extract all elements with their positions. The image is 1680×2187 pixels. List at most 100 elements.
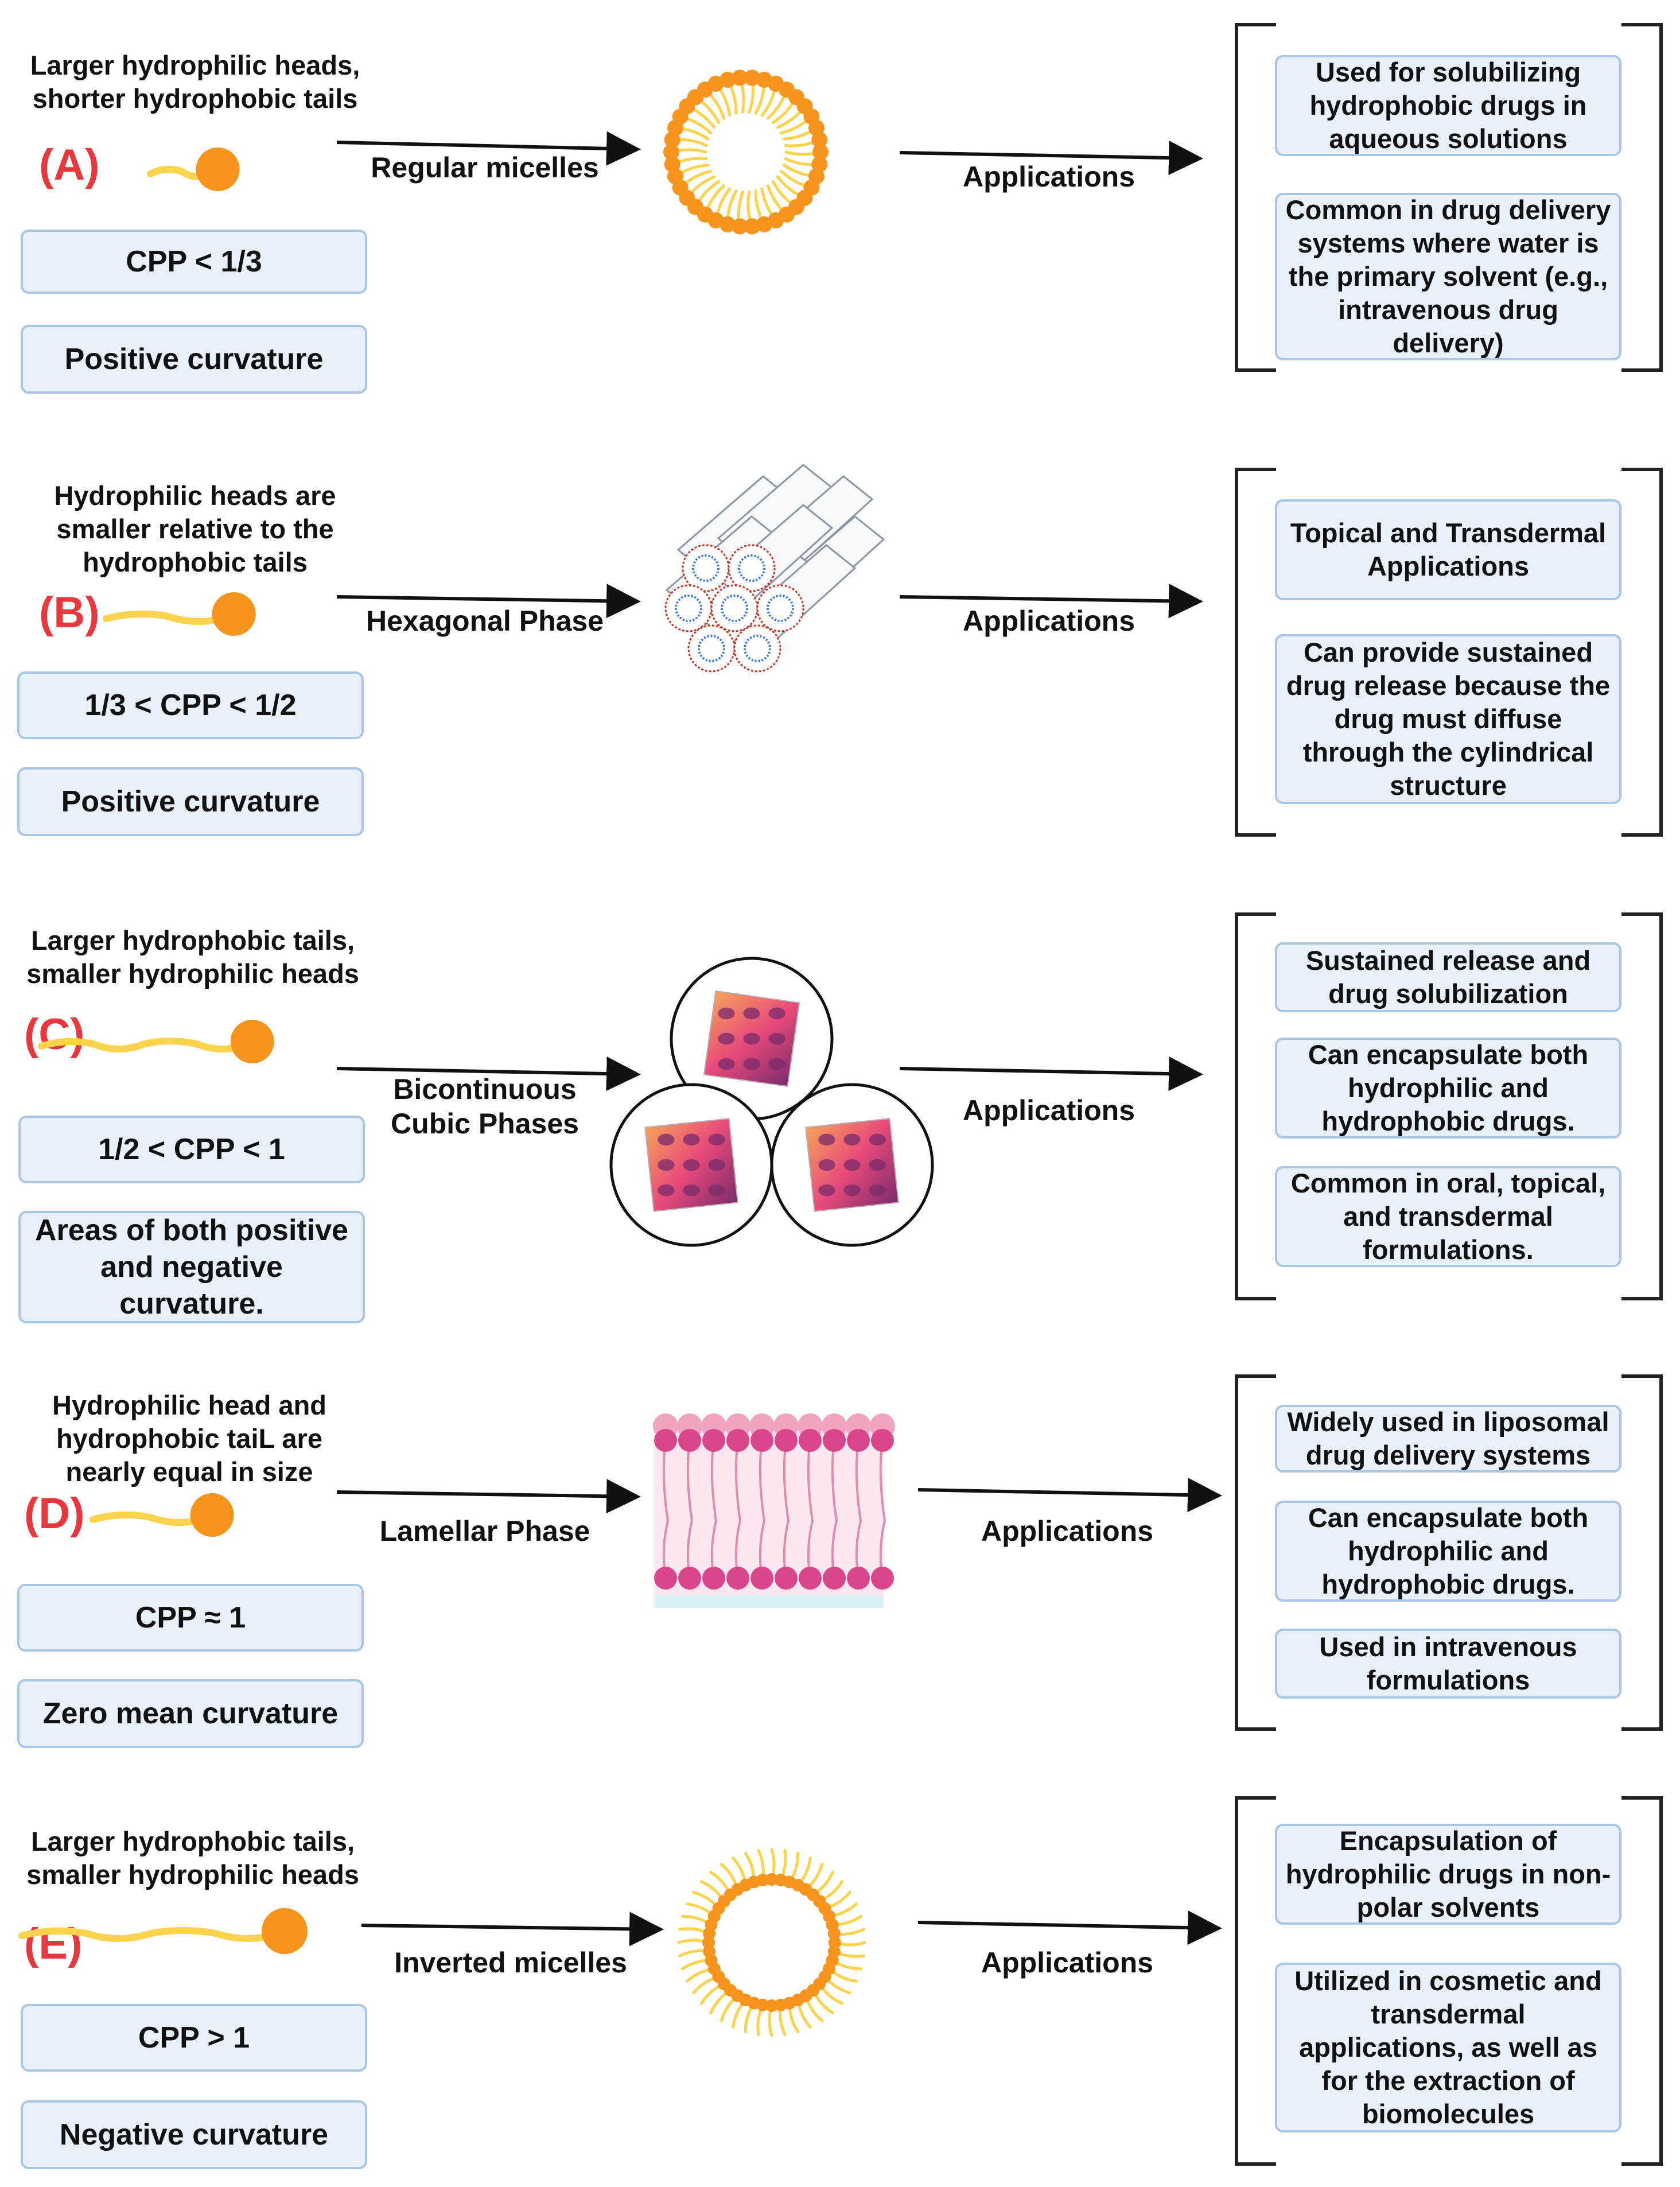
phase-label-d: Lamellar Phase — [347, 1514, 623, 1548]
lamellar-head-bottom — [678, 1567, 701, 1590]
lipid-head — [720, 71, 736, 88]
cubic-pore — [743, 1007, 760, 1020]
bracket-left — [1235, 1374, 1276, 1731]
hydrophobic-tail — [103, 610, 233, 625]
applications-label-c: Applications — [962, 1094, 1135, 1126]
application-text-line: drug must diffuse — [1334, 704, 1562, 734]
phase-line: Lamellar Phase — [379, 1515, 590, 1547]
phase-line: Inverted micelles — [394, 1947, 627, 1979]
amphiphile-molecule-b — [103, 592, 256, 636]
lamellar-head-bottom — [726, 1567, 749, 1590]
cpp-box-b: 1/3 < CPP < 1/2 — [17, 671, 364, 739]
application-text-line: hydrophobic drugs in — [1309, 90, 1587, 121]
description-line: Hydrophilic heads are — [54, 480, 336, 511]
lipid-head — [732, 69, 748, 86]
amphiphile-molecule-e — [18, 1908, 308, 1954]
panel-label-b: (B) — [39, 588, 100, 637]
cubic-pore — [743, 1058, 760, 1070]
application-text-line: Utilized in cosmetic and — [1294, 1965, 1602, 1996]
phase-line: Cubic Phases — [391, 1108, 579, 1140]
cubic-pore — [743, 1032, 760, 1045]
application-text-line: formulations — [1366, 1665, 1530, 1695]
lamellar-head-top — [775, 1429, 798, 1452]
cubic-pore — [843, 1159, 861, 1171]
hydrophilic-head — [212, 592, 256, 636]
application-text-line: transdermal — [1371, 1999, 1526, 2029]
lamellar-head-bottom — [654, 1567, 677, 1590]
cubic-pore — [869, 1159, 886, 1171]
applications-label-a: Applications — [962, 161, 1135, 193]
cylinder-core — [767, 595, 794, 622]
cubic-pore — [683, 1184, 700, 1197]
lamellar-head-bottom — [799, 1567, 822, 1590]
bracket-right — [1621, 1374, 1663, 1731]
description-line: Larger hydrophobic tails, — [30, 1826, 355, 1856]
phase-line: Hexagonal Phase — [365, 605, 604, 637]
bracket-left — [1235, 23, 1276, 372]
arrow-to-applications-b — [899, 584, 1203, 619]
curvature-line: Positive curvature — [64, 343, 324, 376]
application-text-line: Common in drug delivery — [1285, 195, 1611, 225]
lipid-head — [829, 1936, 841, 1949]
application-text-line: polar solvents — [1356, 1892, 1540, 1922]
cylinder-core — [738, 554, 765, 582]
application-text-line: hydrophilic and — [1348, 1536, 1549, 1566]
application-text-line: Can encapsulate both — [1308, 1502, 1589, 1533]
application-text-line: Topical and Transdermal — [1290, 518, 1607, 548]
description-line: Larger hydrophobic tails, — [30, 925, 355, 955]
curvature-box-b: Positive curvature — [17, 767, 364, 836]
cubic-pore — [718, 1032, 735, 1045]
amphiphile-molecule-c — [38, 1020, 274, 1063]
application-text-line: structure — [1390, 770, 1507, 801]
lamellar-water — [654, 1595, 884, 1608]
bracket-right — [1621, 1796, 1663, 2166]
cubic-pore — [708, 1184, 725, 1197]
lamellar-head-bottom — [823, 1567, 846, 1590]
lamellar-head-top — [871, 1429, 894, 1452]
application-text-line: Encapsulation of — [1339, 1825, 1557, 1856]
hydrophilic-head — [196, 147, 240, 191]
cpp-box-a: CPP < 1/3 — [21, 230, 367, 294]
lamellar-tail — [734, 1440, 742, 1579]
arrow-to-phase-b — [336, 584, 641, 619]
cubic-phase-illustration — [609, 957, 934, 1247]
lamellar-tail — [686, 1440, 694, 1579]
panel-label-a: (A) — [39, 141, 100, 189]
curvature-box-e: Negative curvature — [21, 2100, 367, 2169]
description-line: Hydrophilic head and — [52, 1390, 326, 1420]
lamellar-head-top — [847, 1429, 870, 1452]
bracket-left — [1235, 912, 1276, 1300]
application-text-line: aqueous solutions — [1329, 123, 1568, 154]
application-text-line: drug release because the — [1286, 670, 1611, 701]
description-e: Larger hydrophobic tails,smaller hydroph… — [9, 1825, 376, 1891]
applications-label-e: Applications — [981, 1947, 1154, 1979]
application-text-line: formulations. — [1363, 1234, 1534, 1265]
cubic-pore — [658, 1159, 675, 1171]
arrow-to-phase-c — [336, 1056, 641, 1091]
lipid-head — [744, 69, 760, 86]
arrow-to-applications-c — [899, 1056, 1203, 1091]
arrow-to-applications-d — [917, 1478, 1222, 1513]
cubic-pore — [843, 1184, 861, 1197]
panel-label-c: (C) — [24, 1010, 85, 1059]
description-c: Larger hydrophobic tails,smaller hydroph… — [9, 924, 376, 990]
phase-line: Regular micelles — [371, 152, 599, 184]
applications-label-b: Applications — [962, 605, 1135, 637]
lipid-head — [774, 1998, 787, 2011]
regular-micelle-illustration — [663, 69, 829, 235]
lamellar-phase-illustration — [653, 1413, 895, 1608]
hydrophobic-tail — [90, 1511, 211, 1526]
lipid-head — [812, 144, 829, 160]
hydrophilic-head — [190, 1493, 234, 1537]
lamellar-tail — [831, 1440, 838, 1579]
hydrophilic-head — [230, 1020, 274, 1063]
lamellar-head-top — [702, 1429, 725, 1452]
cylinder-core — [744, 635, 771, 662]
